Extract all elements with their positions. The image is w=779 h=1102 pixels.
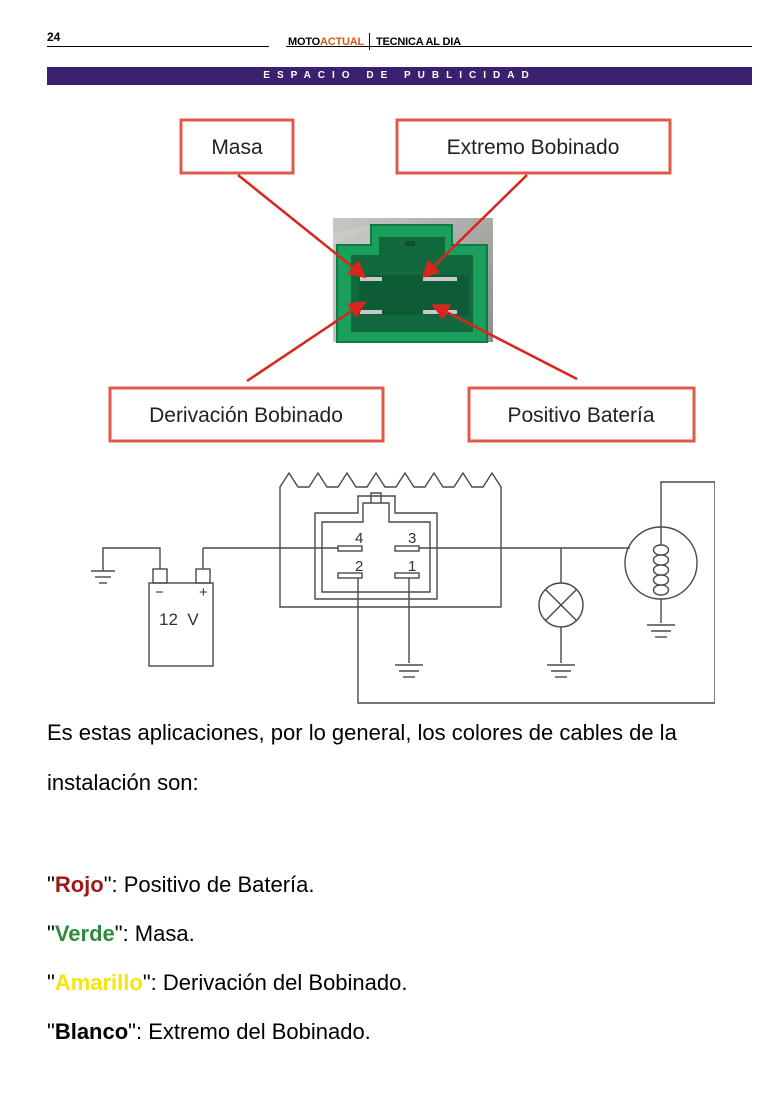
pin-1-label: 1 [408,558,416,575]
brand-actual: ACTUAL [320,36,365,48]
pin-3-label: 3 [408,530,416,547]
section-title: TECNICA AL DIA [376,36,461,48]
pin-4-label: 4 [355,530,363,547]
callout-arrows [237,174,578,383]
color-name-blanco: Blanco [54,1019,129,1044]
battery-minus-label: − [155,584,164,601]
color-item-blanco: "Blanco": Extremo del Bobinado. [47,1019,371,1044]
callout-masa-label: Masa [211,136,263,159]
callout-extremo-bobinado: Extremo Bobinado [395,118,672,175]
brand-moto: MOTO [288,36,320,48]
callout-masa: Masa [179,118,295,175]
header-rule-right [286,46,752,47]
color-desc-amarillo: : Derivación del Bobinado. [150,970,408,995]
regulator-figure: Masa Extremo Bobinado Derivación Bobinad… [91,118,715,704]
callout-extremo-label: Extremo Bobinado [447,136,620,159]
wiring-schematic [91,471,715,704]
page-number: 24 [47,30,61,44]
color-desc-verde: : Masa. [122,921,195,946]
color-item-amarillo: "Amarillo": Derivación del Bobinado. [47,970,408,995]
callout-positivo-bateria: Positivo Batería [467,386,696,443]
battery-plus-label: + [199,584,208,601]
advertising-banner: ESPACIO DE PUBLICIDAD [47,67,752,85]
color-name-rojo: Rojo [54,872,104,897]
color-item-rojo: "Rojo": Positivo de Batería. [47,872,315,897]
color-item-verde: "Verde": Masa. [47,921,195,946]
arrow-masa [237,174,367,279]
color-name-amarillo: Amarillo [54,970,143,995]
arrow-extremo [421,174,528,279]
intro-line-1: Es estas aplicaciones, por lo general, l… [47,720,677,745]
header-rule-left [47,46,269,47]
color-name-verde: Verde [54,921,115,946]
arrow-positivo [431,303,578,381]
brand-separator [369,33,371,50]
callout-derivacion-bobinado: Derivación Bobinado [108,386,385,443]
pin-2-label: 2 [355,558,363,575]
callout-derivacion-label: Derivación Bobinado [149,404,343,427]
publication-brand: MOTOACTUAL TECNICA AL DIA [288,33,461,50]
color-desc-rojo: : Positivo de Batería. [111,872,315,897]
callout-positivo-label: Positivo Batería [507,404,654,427]
color-desc-blanco: : Extremo del Bobinado. [135,1019,371,1044]
schematic-labels: 4 3 2 1 − + 12 V [155,530,416,629]
arrow-derivacion [246,300,367,383]
battery-voltage-label: 12 V [159,610,199,629]
intro-line-2: instalación son: [47,770,199,795]
